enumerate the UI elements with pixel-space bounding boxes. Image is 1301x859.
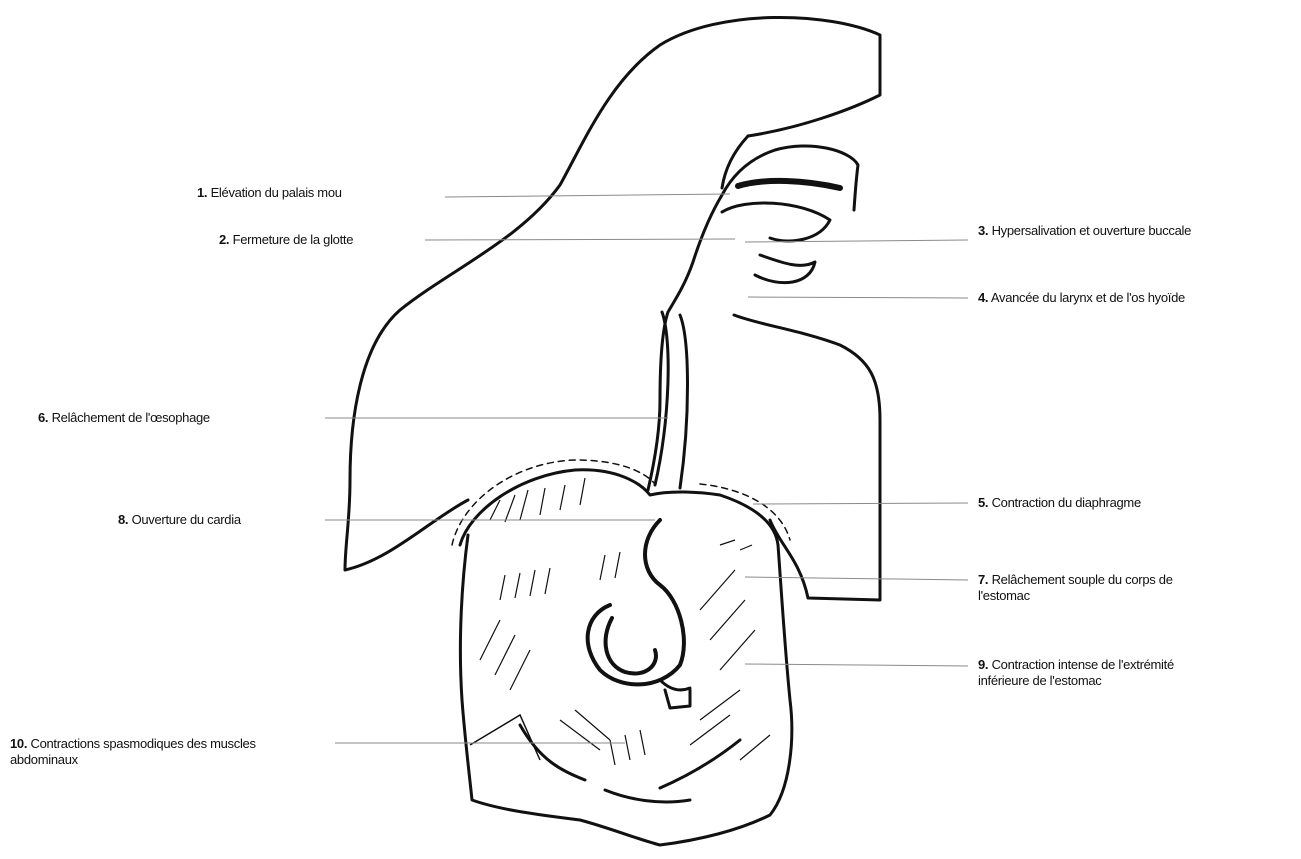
label-3-text: Hypersalivation et ouverture buccale xyxy=(992,223,1191,238)
label-8-text: Ouverture du cardia xyxy=(132,512,241,527)
label-5-number: 5. xyxy=(978,495,988,510)
label-7-text: Relâchement souple du corps de l'estomac xyxy=(978,572,1173,603)
label-7-number: 7. xyxy=(978,572,988,587)
body-outline xyxy=(345,17,880,600)
label-1-text: Elévation du palais mou xyxy=(211,185,342,200)
label-3: 3. Hypersalivation et ouverture buccale xyxy=(978,223,1233,239)
label-8: 8. Ouverture du cardia xyxy=(118,512,241,528)
label-2: 2. Fermeture de la glotte xyxy=(219,232,353,248)
label-7: 7. Relâchement souple du corps de l'esto… xyxy=(978,572,1213,604)
palate-band xyxy=(738,181,840,188)
mouth-outline xyxy=(722,203,830,283)
label-10: 10. Contractions spasmodiques des muscle… xyxy=(10,736,310,768)
label-3-number: 3. xyxy=(978,223,988,238)
label-4: 4. Avancée du larynx et de l'os hyoïde xyxy=(978,290,1185,306)
label-5-text: Contraction du diaphragme xyxy=(992,495,1141,510)
label-5: 5. Contraction du diaphragme xyxy=(978,495,1141,511)
label-2-number: 2. xyxy=(219,232,229,247)
label-4-text: Avancée du larynx et de l'os hyoïde xyxy=(991,290,1185,305)
hatching xyxy=(470,478,770,765)
label-9: 9. Contraction intense de l'extrémité in… xyxy=(978,657,1223,689)
pylorus xyxy=(660,680,690,708)
abdominal-contour xyxy=(520,725,740,802)
diaphragm xyxy=(460,470,778,545)
label-9-text: Contraction intense de l'extrémité infér… xyxy=(978,657,1174,688)
stomach-curve xyxy=(588,520,684,684)
label-6-text: Relâchement de l'œsophage xyxy=(52,410,210,425)
label-8-number: 8. xyxy=(118,512,128,527)
label-6: 6. Relâchement de l'œsophage xyxy=(38,410,210,426)
label-10-number: 10. xyxy=(10,736,27,751)
label-6-number: 6. xyxy=(38,410,48,425)
label-1-number: 1. xyxy=(197,185,207,200)
label-4-number: 4. xyxy=(978,290,988,305)
label-10-text: Contractions spasmodiques des muscles ab… xyxy=(10,736,256,767)
label-1: 1. Elévation du palais mou xyxy=(197,185,342,201)
label-2-text: Fermeture de la glotte xyxy=(233,232,354,247)
label-9-number: 9. xyxy=(978,657,988,672)
leader-lines xyxy=(325,194,968,743)
